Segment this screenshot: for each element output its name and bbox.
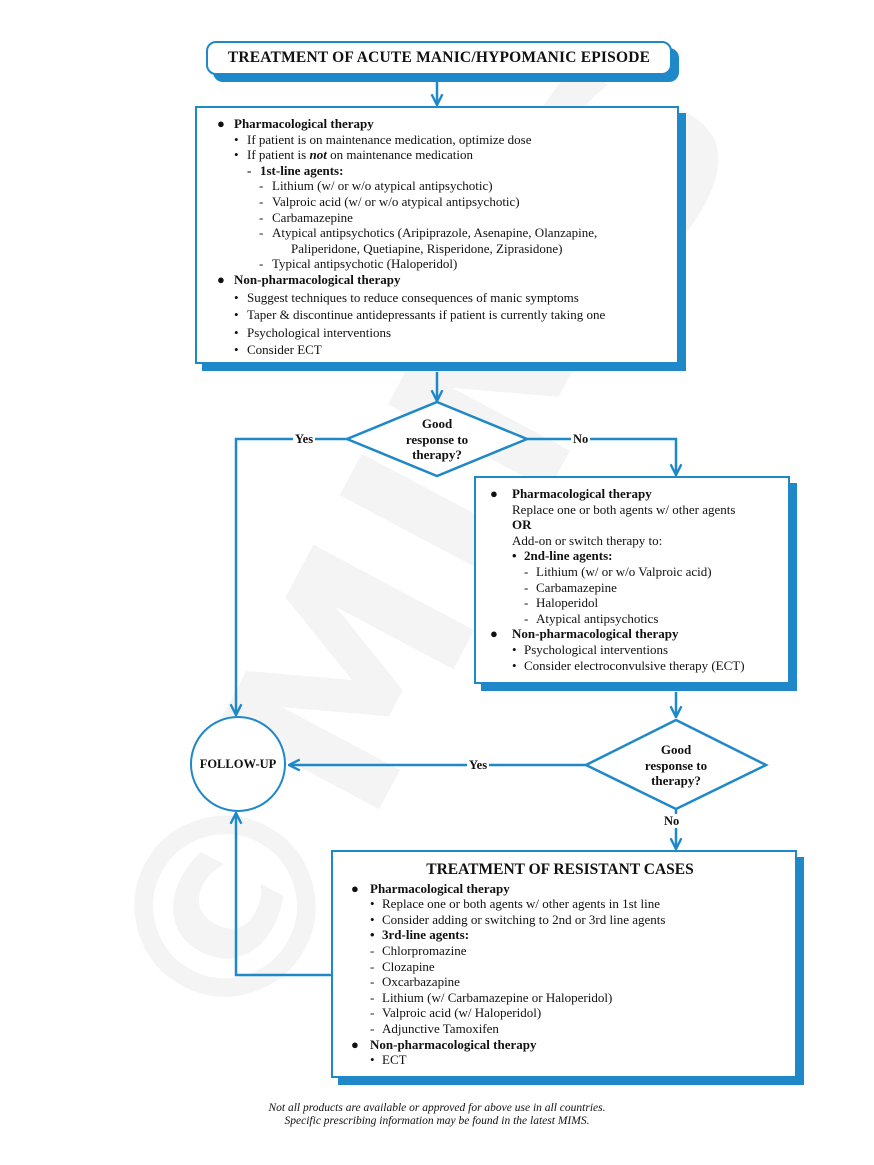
- decision2-label: Good response to therapy?: [644, 742, 708, 788]
- list-item: ●Non-pharmacological therapy: [351, 1036, 537, 1052]
- list-item: ●Non-pharmacological therapy: [217, 271, 401, 287]
- arrow-box3-to-followup: [236, 814, 331, 977]
- list-item: ●Non-pharmacological therapy: [490, 626, 679, 642]
- decision2-no-label: No: [662, 814, 682, 828]
- list-item: ●Pharmacological therapy: [217, 116, 374, 131]
- list-item: -Lithium (w/ or w/o Valproic acid): [524, 563, 712, 579]
- list-item: •Taper & discontinue antidepressants if …: [234, 307, 606, 323]
- list-item: •Psychological interventions: [512, 641, 669, 657]
- decision1-yes-label: Yes: [293, 432, 316, 446]
- list-item: -Atypical antipsychotics (Aripiprazole, …: [259, 225, 598, 241]
- list-item: •Consider adding or switching to 2nd or …: [370, 911, 666, 927]
- list-item: •3rd-line agents:: [370, 927, 470, 943]
- follow-up-label: FOLLOW-UP: [199, 756, 277, 771]
- list-item: Add-on or switch therapy to:: [512, 532, 663, 548]
- list-item: •Replace one or both agents w/ other age…: [370, 896, 660, 912]
- list-item: •Suggest techniques to reduce consequenc…: [234, 289, 579, 305]
- arrow-decision1-yes-to-followup: [236, 437, 347, 714]
- list-item: -Atypical antipsychotics: [524, 610, 659, 626]
- list-item: -Typical antipsychotic (Haloperidol): [259, 256, 458, 272]
- second-line-treatment-box: ●Pharmacological therapy Replace one or …: [474, 476, 790, 684]
- decision1-label: Good response to therapy?: [405, 416, 469, 462]
- list-item: -1st-line agents:: [247, 162, 344, 178]
- list-item: -Lithium (w/ Carbamazepine or Haloperido…: [370, 989, 613, 1005]
- list-item: •ECT: [370, 1052, 407, 1068]
- title-box: TREATMENT OF ACUTE MANIC/HYPOMANIC EPISO…: [206, 41, 672, 75]
- arrow-decision1-no-to-box2: [527, 437, 676, 474]
- decision2-diamond: [583, 718, 769, 811]
- list-item: •If patient is on maintenance medication…: [234, 131, 532, 147]
- list-item: •2nd-line agents:: [512, 548, 613, 564]
- title: TREATMENT OF ACUTE MANIC/HYPOMANIC EPISO…: [227, 49, 651, 67]
- decision1-no-label: No: [571, 432, 591, 446]
- resistant-cases-box: TREATMENT OF RESISTANT CASES ●Pharmacolo…: [331, 850, 797, 1078]
- list-item: •Psychological interventions: [234, 324, 392, 340]
- list-item: •Consider electroconvulsive therapy (ECT…: [512, 657, 745, 673]
- list-item: -Valproic acid (w/ Haloperidol): [370, 1005, 542, 1021]
- list-item: -Haloperidol: [524, 595, 599, 611]
- list-item: -Lithium (w/ or w/o atypical antipsychot…: [259, 178, 493, 194]
- list-item: ●Pharmacological therapy: [351, 880, 510, 896]
- list-item: Replace one or both agents w/ other agen…: [512, 501, 736, 517]
- resistant-cases-title: TREATMENT OF RESISTANT CASES: [426, 861, 694, 878]
- footnote: Not all products are available or approv…: [268, 1102, 606, 1127]
- list-item-continued: Paliperidone, Quetiapine, Risperidone, Z…: [291, 240, 563, 256]
- first-line-treatment-box: ●Pharmacological therapy •If patient is …: [195, 106, 679, 364]
- decision2-yes-label: Yes: [467, 758, 490, 772]
- list-item: •If patient is not on maintenance medica…: [234, 147, 474, 163]
- list-item: •Consider ECT: [234, 342, 322, 358]
- list-item: -Chlorpromazine: [370, 942, 467, 958]
- list-item: -Carbamazepine: [259, 209, 353, 225]
- list-item: -Adjunctive Tamoxifen: [370, 1020, 499, 1036]
- list-item: -Valproic acid (w/ or w/o atypical antip…: [259, 193, 520, 209]
- list-item: -Clozapine: [370, 958, 435, 974]
- list-item: -Carbamazepine: [524, 579, 617, 595]
- list-item: OR: [512, 517, 532, 533]
- follow-up-circle: FOLLOW-UP: [190, 716, 286, 812]
- list-item: ●Pharmacological therapy: [490, 486, 652, 501]
- list-item: -Oxcarbazapine: [370, 974, 460, 990]
- decision1-diamond: [343, 400, 531, 478]
